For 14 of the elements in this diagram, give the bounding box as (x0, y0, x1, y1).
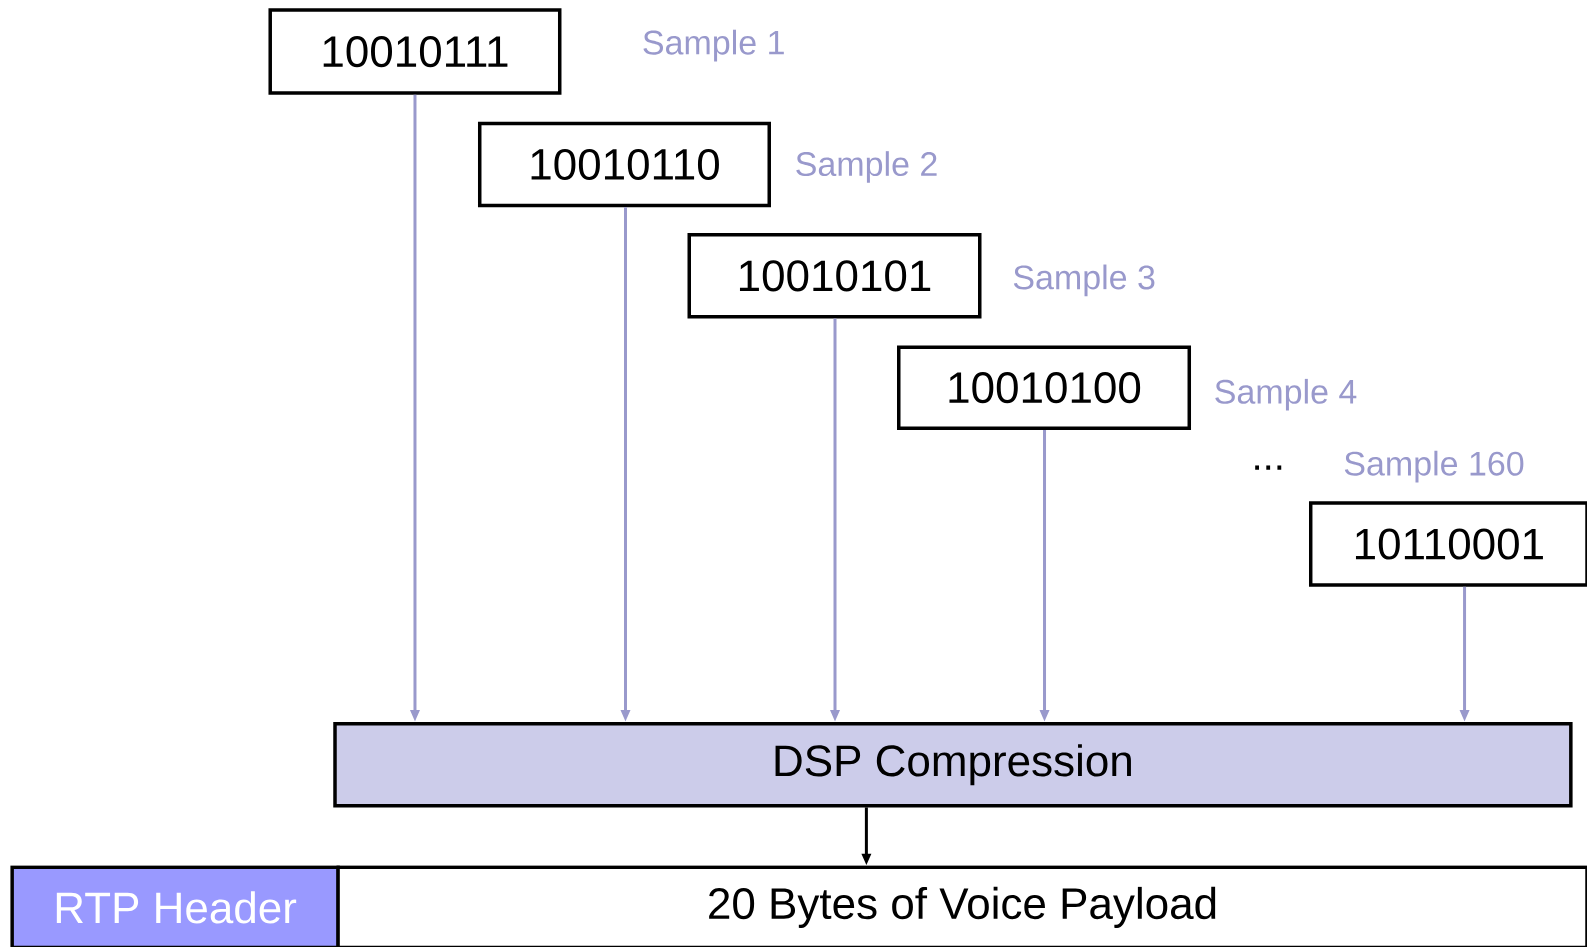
sample-label: Sample 2 (796, 151, 937, 183)
header-field: RTP Header (10, 865, 340, 947)
sample-label: Sample 1 (643, 29, 784, 62)
payload-field: 20 Bytes of Voice Payload (336, 865, 1587, 947)
ellipsis: ... (1255, 465, 1282, 470)
sample-label: Sample 4 (1215, 378, 1357, 411)
process-box: DSP Compression (333, 721, 1573, 808)
sample-box: 10010100 (897, 345, 1191, 430)
sample-box: 10110001 (1308, 501, 1587, 587)
sample-box: 10010110 (478, 121, 771, 208)
sample-box: 10010111 (268, 8, 562, 95)
sample-label: Sample 3 (1013, 264, 1155, 297)
sample-label: Sample 160 (1344, 450, 1524, 483)
sample-box: 10010101 (687, 232, 982, 319)
